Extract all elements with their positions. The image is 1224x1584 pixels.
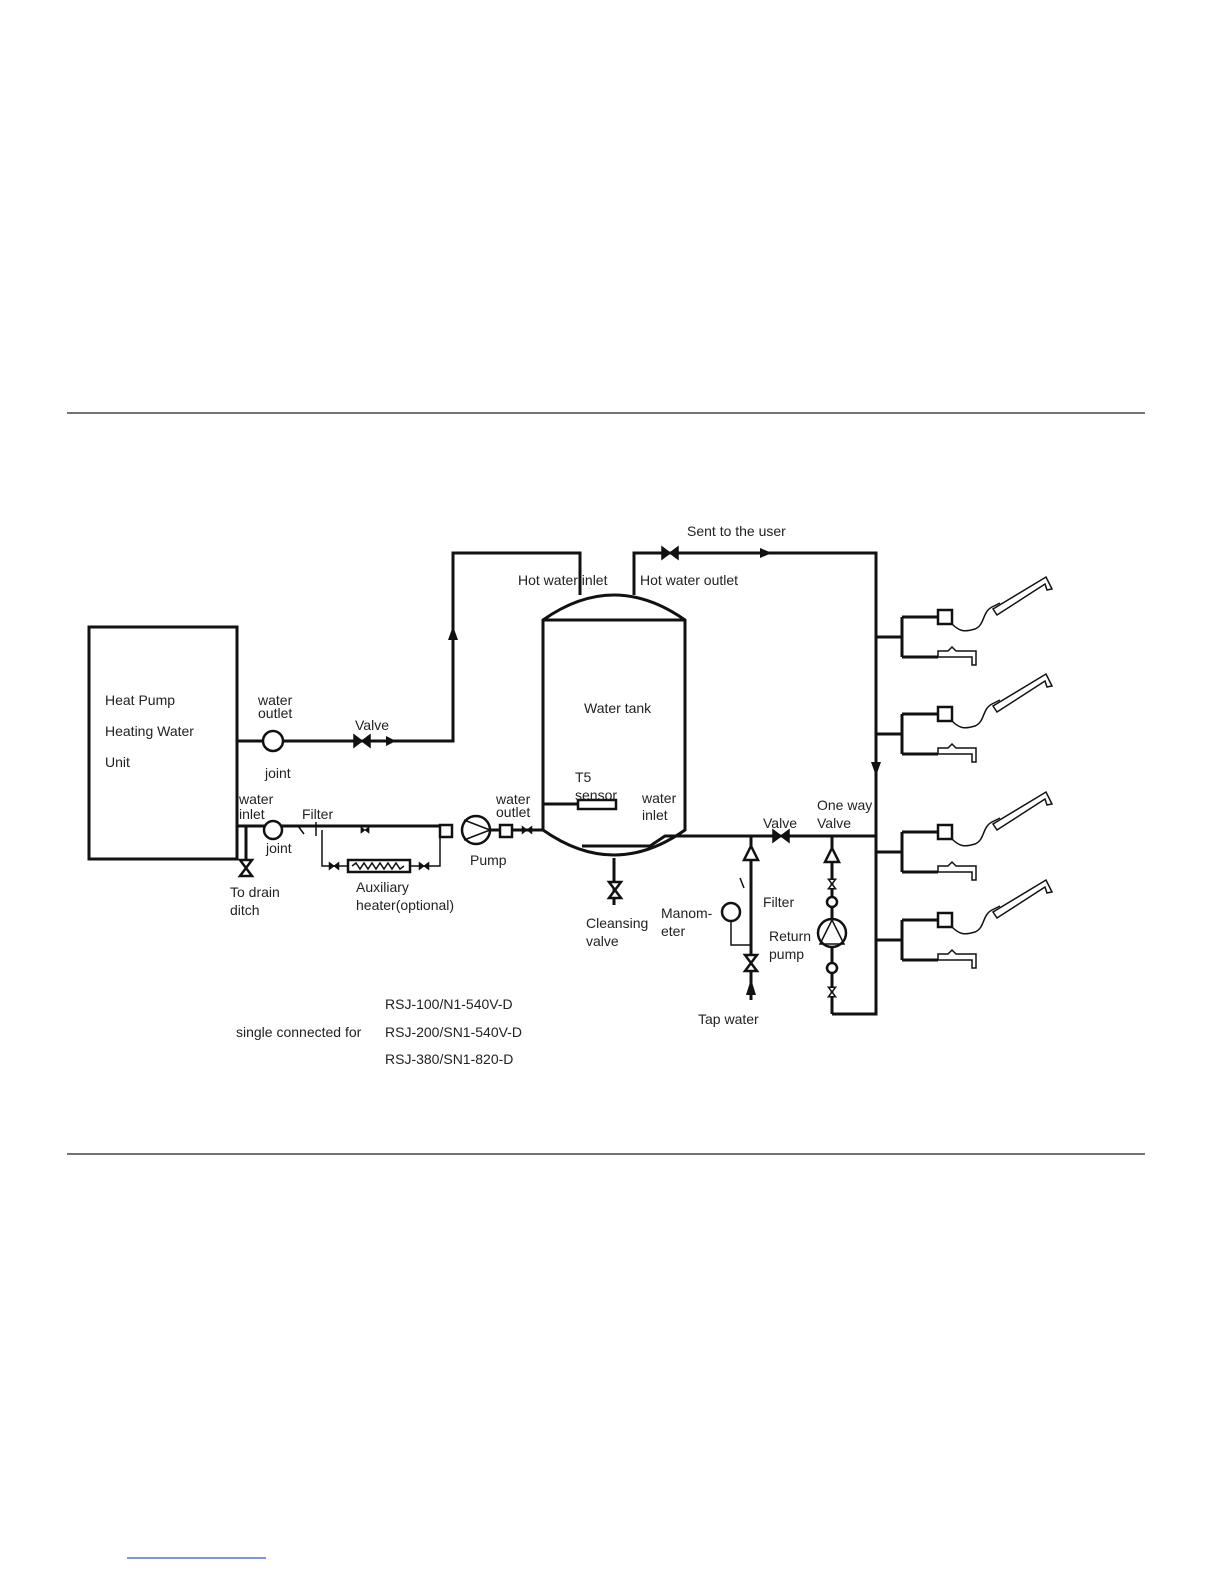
svg-text:Water tank: Water tank (584, 700, 652, 716)
one-way-valve-icon (822, 845, 842, 864)
svg-text:RSJ-380/SN1-820-D: RSJ-380/SN1-820-D (385, 1051, 513, 1067)
valve-icon (521, 825, 533, 835)
return-pump-icon (816, 917, 848, 949)
valve-icon (418, 861, 430, 871)
svg-text:water: water (257, 692, 293, 708)
shower-fixture (874, 672, 1054, 764)
model-caption: RSJ-100/N1-540V-D single connected for R… (236, 996, 522, 1067)
labels: water outlet joint Valve water inlet joi… (230, 523, 872, 1027)
svg-text:RSJ-200/SN1-540V-D: RSJ-200/SN1-540V-D (385, 1024, 522, 1040)
svg-text:Pump: Pump (470, 852, 507, 868)
joint-icon (261, 729, 285, 753)
svg-text:Valve: Valve (763, 815, 797, 831)
svg-text:joint: joint (265, 840, 292, 856)
svg-text:outlet: outlet (496, 804, 530, 820)
svg-text:valve: valve (586, 933, 619, 949)
svg-text:Filter: Filter (763, 894, 794, 910)
svg-text:Sent to the user: Sent to the user (687, 523, 786, 539)
svg-text:joint: joint (264, 765, 291, 781)
flow-arrow-icon (448, 626, 458, 640)
supply-pipe (237, 551, 582, 743)
joint-icon (262, 819, 284, 841)
svg-text:RSJ-100/N1-540V-D: RSJ-100/N1-540V-D (385, 996, 513, 1012)
svg-text:To drain: To drain (230, 884, 280, 900)
svg-text:water: water (641, 790, 677, 806)
water-tank (541, 593, 687, 857)
svg-text:Manom-: Manom- (661, 905, 713, 921)
unit-label-line3: Unit (105, 754, 130, 770)
svg-text:Cleansing: Cleansing (586, 915, 648, 931)
shower-fixture (874, 575, 1054, 667)
svg-text:outlet: outlet (258, 705, 292, 721)
valve-icon (661, 546, 679, 560)
hot-outlet-pipe (632, 551, 878, 1016)
svg-text:pump: pump (769, 946, 804, 962)
unit-label-line1: Heat Pump (105, 692, 175, 708)
svg-text:One way: One way (817, 797, 872, 813)
svg-text:Hot water outlet: Hot water outlet (640, 572, 738, 588)
heat-pump-unit (87, 625, 239, 861)
svg-text:Valve: Valve (355, 717, 389, 733)
drain-valve-icon (238, 858, 254, 878)
svg-text:water: water (495, 791, 531, 807)
svg-text:sensor: sensor (575, 787, 617, 803)
svg-text:inlet: inlet (642, 807, 668, 823)
valve-icon (353, 734, 371, 748)
svg-text:heater(optional): heater(optional) (356, 897, 454, 913)
svg-text:T5: T5 (575, 769, 592, 785)
svg-text:Tap water: Tap water (698, 1011, 759, 1027)
svg-text:Return: Return (769, 928, 811, 944)
svg-text:ditch: ditch (230, 902, 260, 918)
shower-fixture (874, 878, 1054, 970)
svg-text:Auxiliary: Auxiliary (356, 879, 409, 895)
valve-icon (772, 829, 790, 843)
t5-sensor (576, 798, 618, 811)
valve-icon (328, 861, 340, 871)
valve-icon (743, 953, 759, 973)
svg-text:Filter: Filter (302, 806, 333, 822)
shower-fixture (874, 790, 1054, 882)
svg-text:Hot water inlet: Hot water inlet (518, 572, 608, 588)
cleansing-valve-icon (607, 880, 623, 900)
svg-text:single connected for: single connected for (236, 1024, 362, 1040)
svg-text:water: water (238, 791, 274, 807)
unit-label-line2: Heating Water (105, 723, 194, 739)
svg-text:inlet: inlet (239, 806, 265, 822)
cold-inlet-pipe (582, 834, 876, 848)
svg-text:Valve: Valve (817, 815, 851, 831)
svg-text:eter: eter (661, 923, 685, 939)
valve-icon (360, 826, 370, 834)
manometer-icon (720, 901, 742, 923)
